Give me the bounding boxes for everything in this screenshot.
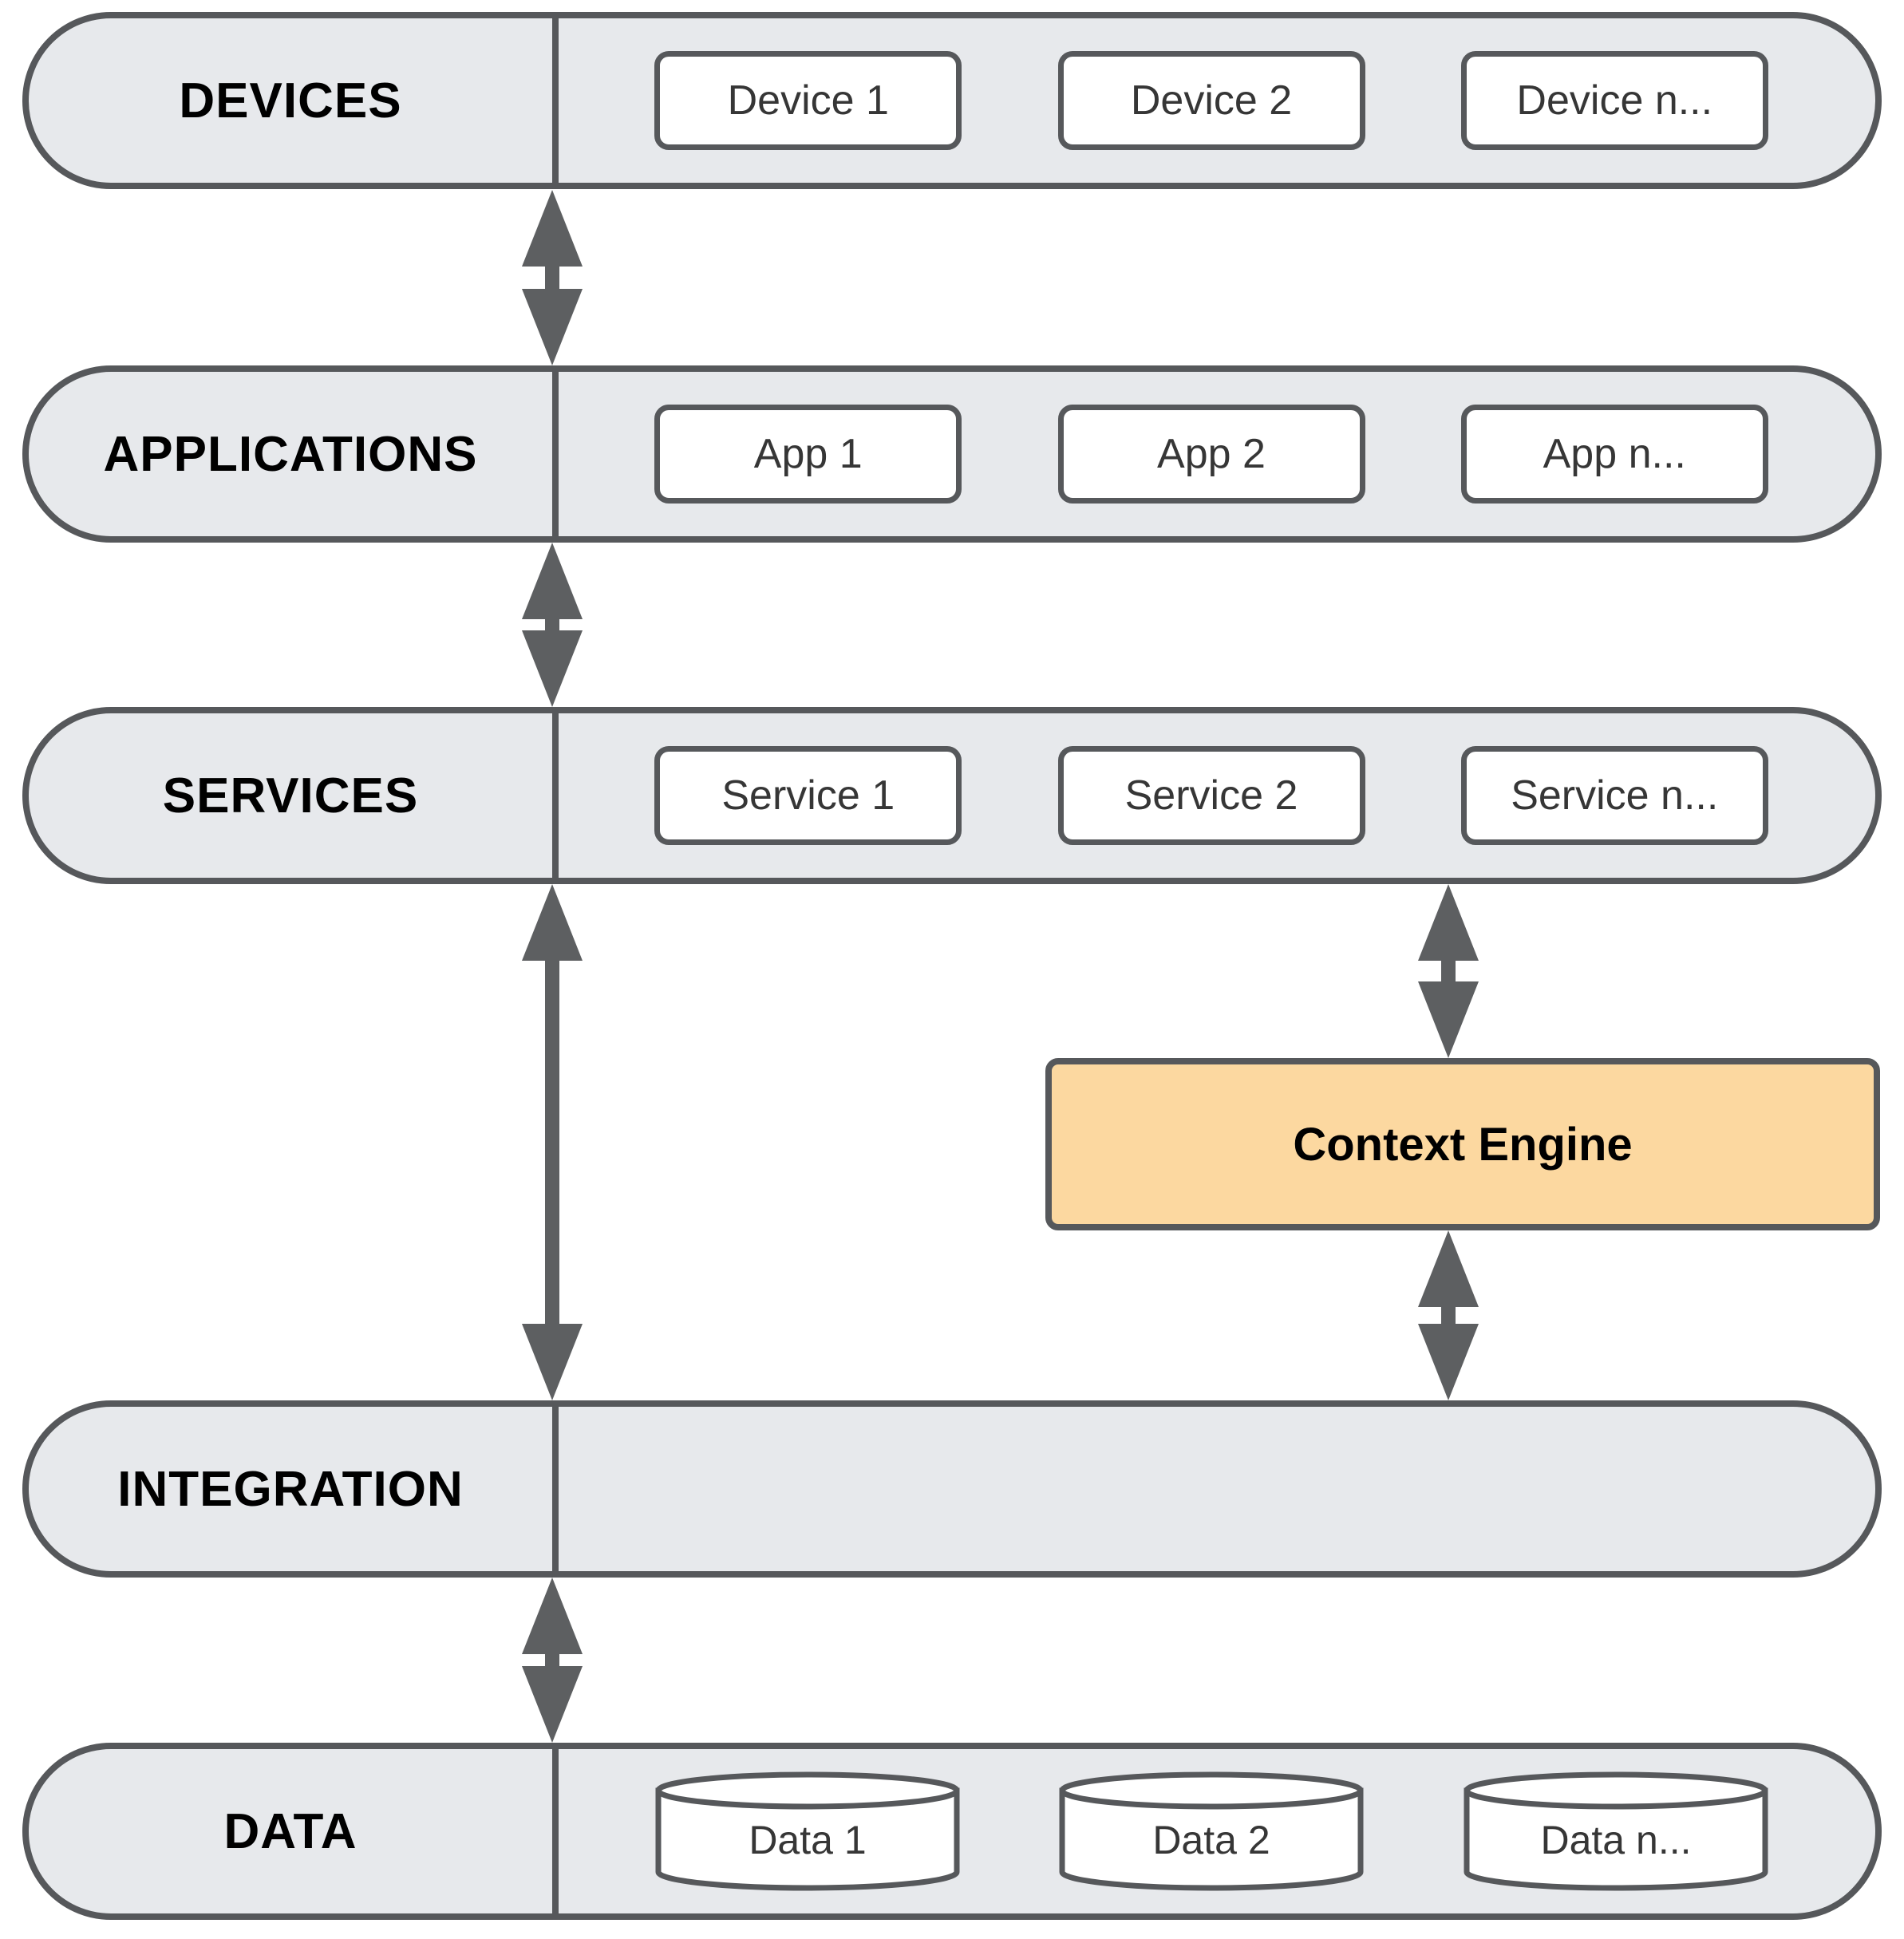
services-items: Service 1 Service 2 Service n... <box>559 713 1864 878</box>
layer-data: DATA Data 1 Data 2 Data n... <box>22 1743 1882 1920</box>
layer-divider <box>552 12 559 189</box>
layer-divider <box>552 707 559 884</box>
layer-divider <box>552 1400 559 1578</box>
app-1-box: App 1 <box>654 405 962 504</box>
arrow-stem <box>1441 1301 1456 1330</box>
arrow-applications-services <box>520 543 584 707</box>
layer-label-devices: DEVICES <box>179 73 402 128</box>
service-2-box: Service 2 <box>1057 746 1365 845</box>
arrow-stem <box>545 954 559 1330</box>
applications-items: App 1 App 2 App n... <box>559 372 1864 536</box>
database-cylinder-data-n: Data n... <box>1464 1771 1768 1891</box>
data-n-label: Data n... <box>1540 1818 1691 1862</box>
layer-label-applications: APPLICATIONS <box>103 426 478 482</box>
arrow-head-down <box>522 630 583 707</box>
device-n-box: Device n... <box>1460 51 1768 150</box>
arrow-head-up <box>522 884 583 961</box>
app-2-box: App 2 <box>1057 405 1365 504</box>
service-1-box: Service 1 <box>654 746 962 845</box>
arrow-head-down <box>1418 1324 1479 1400</box>
data-2-label: Data 2 <box>1152 1818 1270 1862</box>
data-1-label: Data 1 <box>749 1818 866 1862</box>
arrow-services-context-engine <box>1416 884 1480 1058</box>
device-1-box: Device 1 <box>654 51 962 150</box>
arrow-head-up <box>522 190 583 267</box>
arrow-devices-applications <box>520 190 584 365</box>
context-engine-box: Context Engine <box>1045 1058 1880 1230</box>
layer-applications: APPLICATIONS App 1 App 2 App n... <box>22 365 1882 543</box>
arrow-head-up <box>1418 1230 1479 1307</box>
devices-items: Device 1 Device 2 Device n... <box>559 18 1864 183</box>
layer-label-services: SERVICES <box>162 768 419 823</box>
app-n-box: App n... <box>1460 405 1768 504</box>
arrow-head-down <box>522 289 583 365</box>
arrow-stem <box>1441 954 1456 988</box>
arrow-integration-data <box>520 1578 584 1743</box>
arrow-head-down <box>522 1324 583 1400</box>
arrow-context-engine-integration <box>1416 1230 1480 1400</box>
layer-services: SERVICES Service 1 Service 2 Service n..… <box>22 707 1882 884</box>
arrow-head-down <box>1418 981 1479 1058</box>
service-n-box: Service n... <box>1460 746 1768 845</box>
arrow-stem <box>545 260 559 295</box>
layer-divider <box>552 365 559 543</box>
device-2-box: Device 2 <box>1057 51 1365 150</box>
arrow-head-up <box>522 543 583 619</box>
data-items: Data 1 Data 2 Data n... <box>559 1749 1864 1913</box>
database-cylinder-data-1: Data 1 <box>655 1771 959 1891</box>
arrow-head-down <box>522 1666 583 1743</box>
database-cylinder-data-2: Data 2 <box>1059 1771 1364 1891</box>
arrow-services-integration <box>520 884 584 1400</box>
layer-integration: INTEGRATION <box>22 1400 1882 1578</box>
layer-devices: DEVICES Device 1 Device 2 Device n... <box>22 12 1882 189</box>
layer-divider <box>552 1743 559 1920</box>
arrow-head-up <box>1418 884 1479 961</box>
layer-label-data: DATA <box>223 1803 357 1859</box>
arrow-head-up <box>522 1578 583 1654</box>
layer-label-integration: INTEGRATION <box>117 1461 464 1517</box>
